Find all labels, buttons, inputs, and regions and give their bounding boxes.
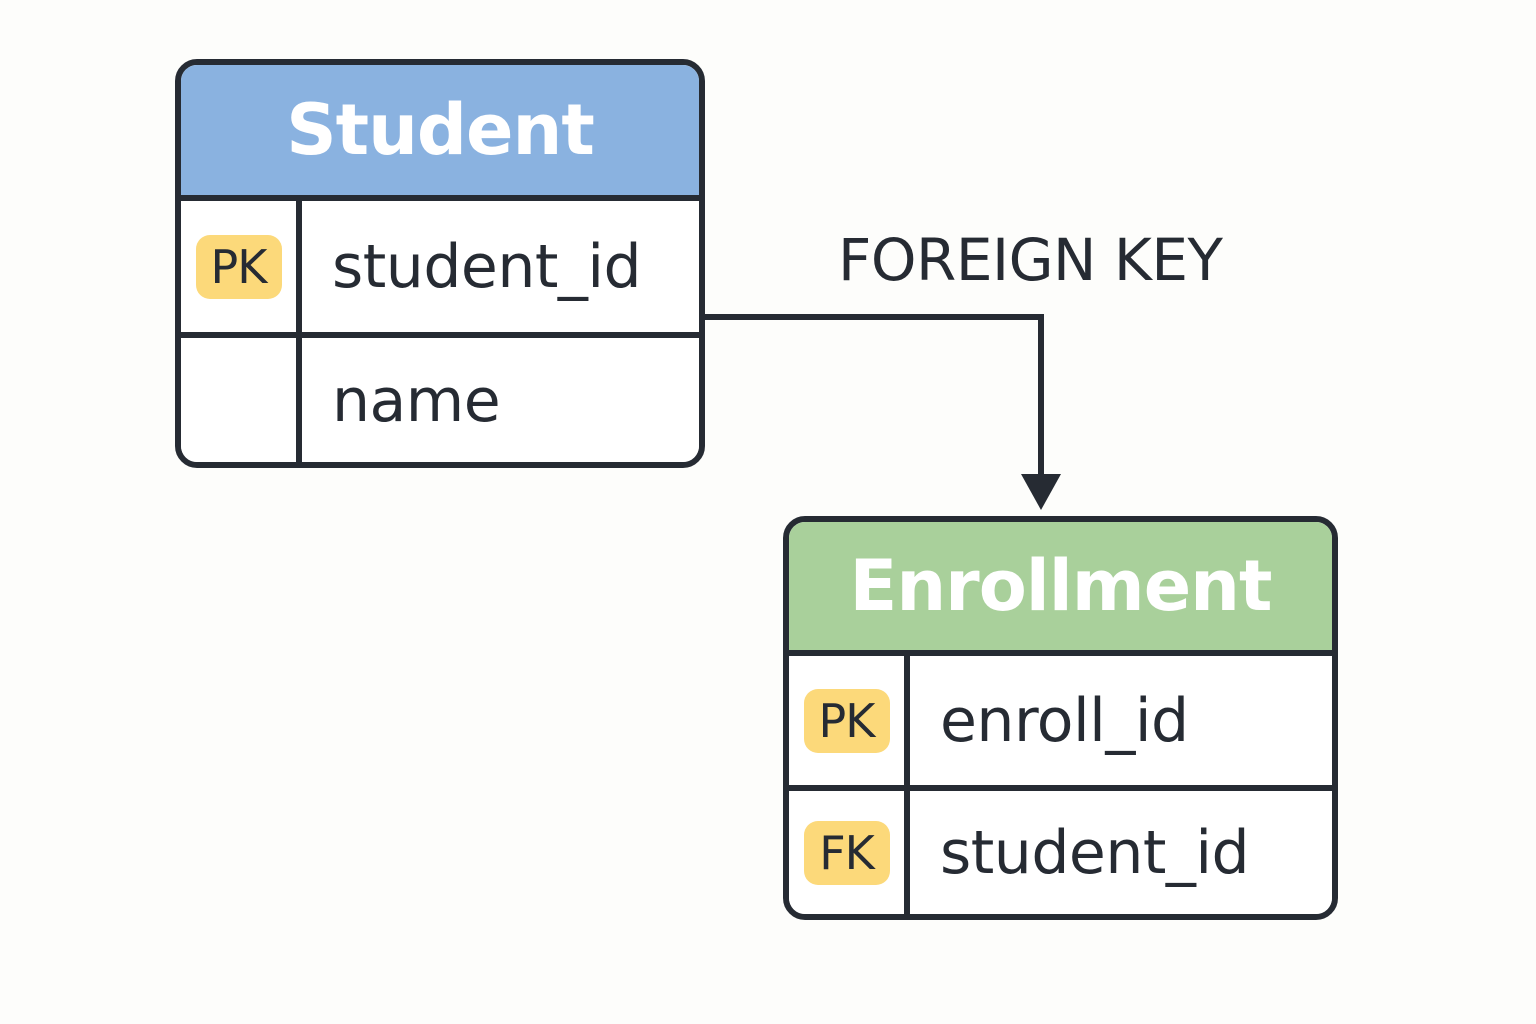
primary-key-badge: PK — [803, 688, 890, 753]
student-entity-title: Student — [181, 65, 699, 201]
student-row-student-id[interactable]: PK student_id — [181, 201, 699, 332]
field-name: student_id — [332, 231, 642, 302]
foreign-key-line — [705, 314, 1044, 478]
key-cell: PK — [789, 656, 910, 785]
key-cell: PK — [181, 201, 302, 332]
student-row-name[interactable]: name — [181, 332, 699, 462]
key-cell — [181, 338, 302, 462]
enrollment-row-enroll-id[interactable]: PK enroll_id — [789, 656, 1332, 785]
enrollment-row-student-id[interactable]: FK student_id — [789, 785, 1332, 914]
enrollment-entity[interactable]: Enrollment PK enroll_id FK student_id — [783, 516, 1338, 920]
foreign-key-arrowhead — [1021, 474, 1061, 510]
foreign-key-badge: FK — [803, 820, 890, 885]
field-name: enroll_id — [940, 685, 1189, 756]
key-cell: FK — [789, 791, 910, 914]
foreign-key-label: FOREIGN KEY — [838, 226, 1223, 294]
field-name: name — [332, 365, 501, 436]
primary-key-badge: PK — [195, 234, 282, 299]
field-name: student_id — [940, 817, 1250, 888]
student-entity[interactable]: Student PK student_id name — [175, 59, 705, 468]
enrollment-entity-title: Enrollment — [789, 522, 1332, 656]
